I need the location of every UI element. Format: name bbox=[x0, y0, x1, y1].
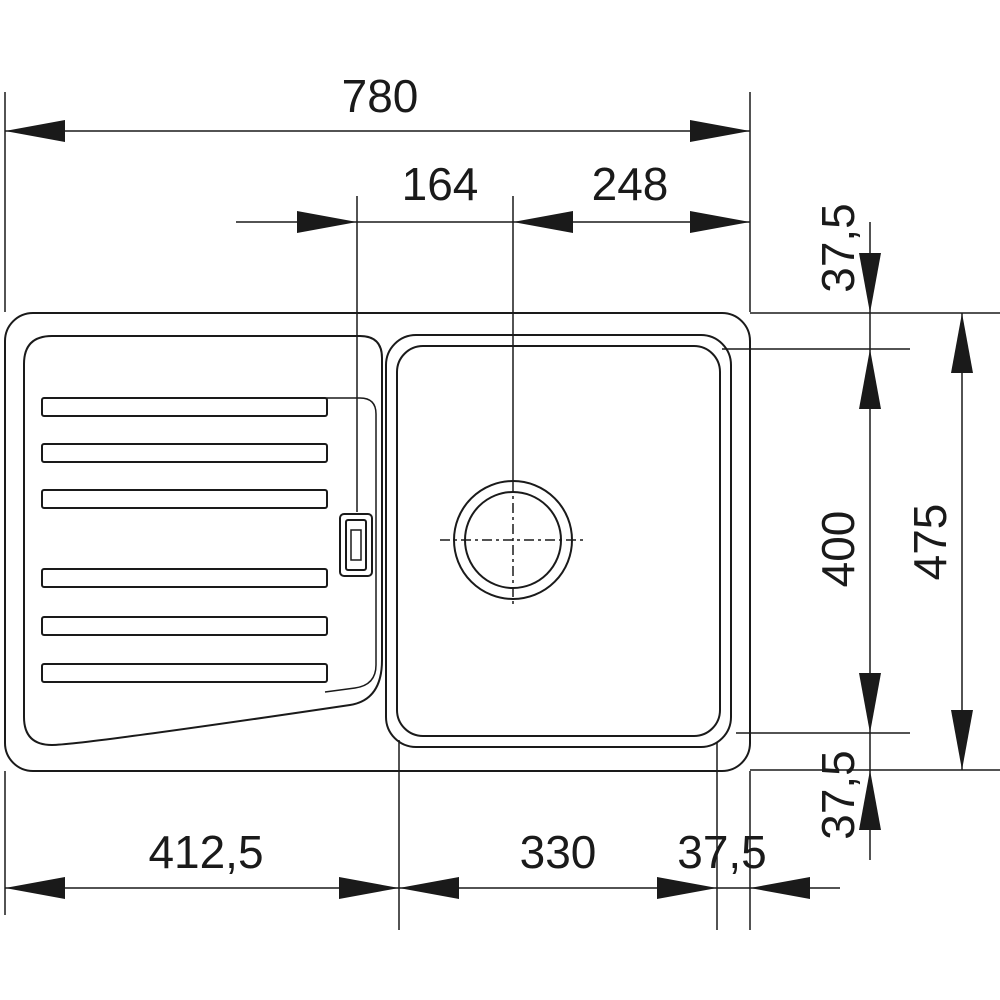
sink-bowl bbox=[385, 334, 732, 748]
dimension-overall-width: 780 bbox=[5, 70, 750, 142]
label-bowl-to-edge: 248 bbox=[592, 158, 669, 210]
extension-lines bbox=[4, 92, 1000, 930]
drainer-board bbox=[23, 335, 383, 747]
label-bottom-rim: 37,5 bbox=[812, 750, 864, 840]
overflow-button-icon bbox=[339, 513, 373, 577]
label-tap-offset: 164 bbox=[402, 158, 479, 210]
label-right-rim: 37,5 bbox=[677, 826, 767, 878]
dimension-overall-depth: 475 bbox=[904, 313, 973, 770]
drain-icon bbox=[440, 480, 585, 608]
dimension-tap-offsets: 164 248 bbox=[236, 158, 750, 233]
label-drainer-width: 412,5 bbox=[148, 826, 263, 878]
label-bowl-width: 330 bbox=[520, 826, 597, 878]
label-overall-width: 780 bbox=[342, 70, 419, 122]
dimension-bottom-widths: 412,5 330 37,5 bbox=[5, 826, 840, 899]
label-overall-depth: 475 bbox=[904, 504, 956, 581]
dimension-bowl-depth: 37,5 400 37,5 bbox=[812, 203, 881, 860]
label-top-rim: 37,5 bbox=[812, 203, 864, 293]
sink-outline bbox=[4, 312, 751, 772]
label-bowl-depth: 400 bbox=[812, 511, 864, 588]
drainer-grooves bbox=[41, 397, 328, 683]
